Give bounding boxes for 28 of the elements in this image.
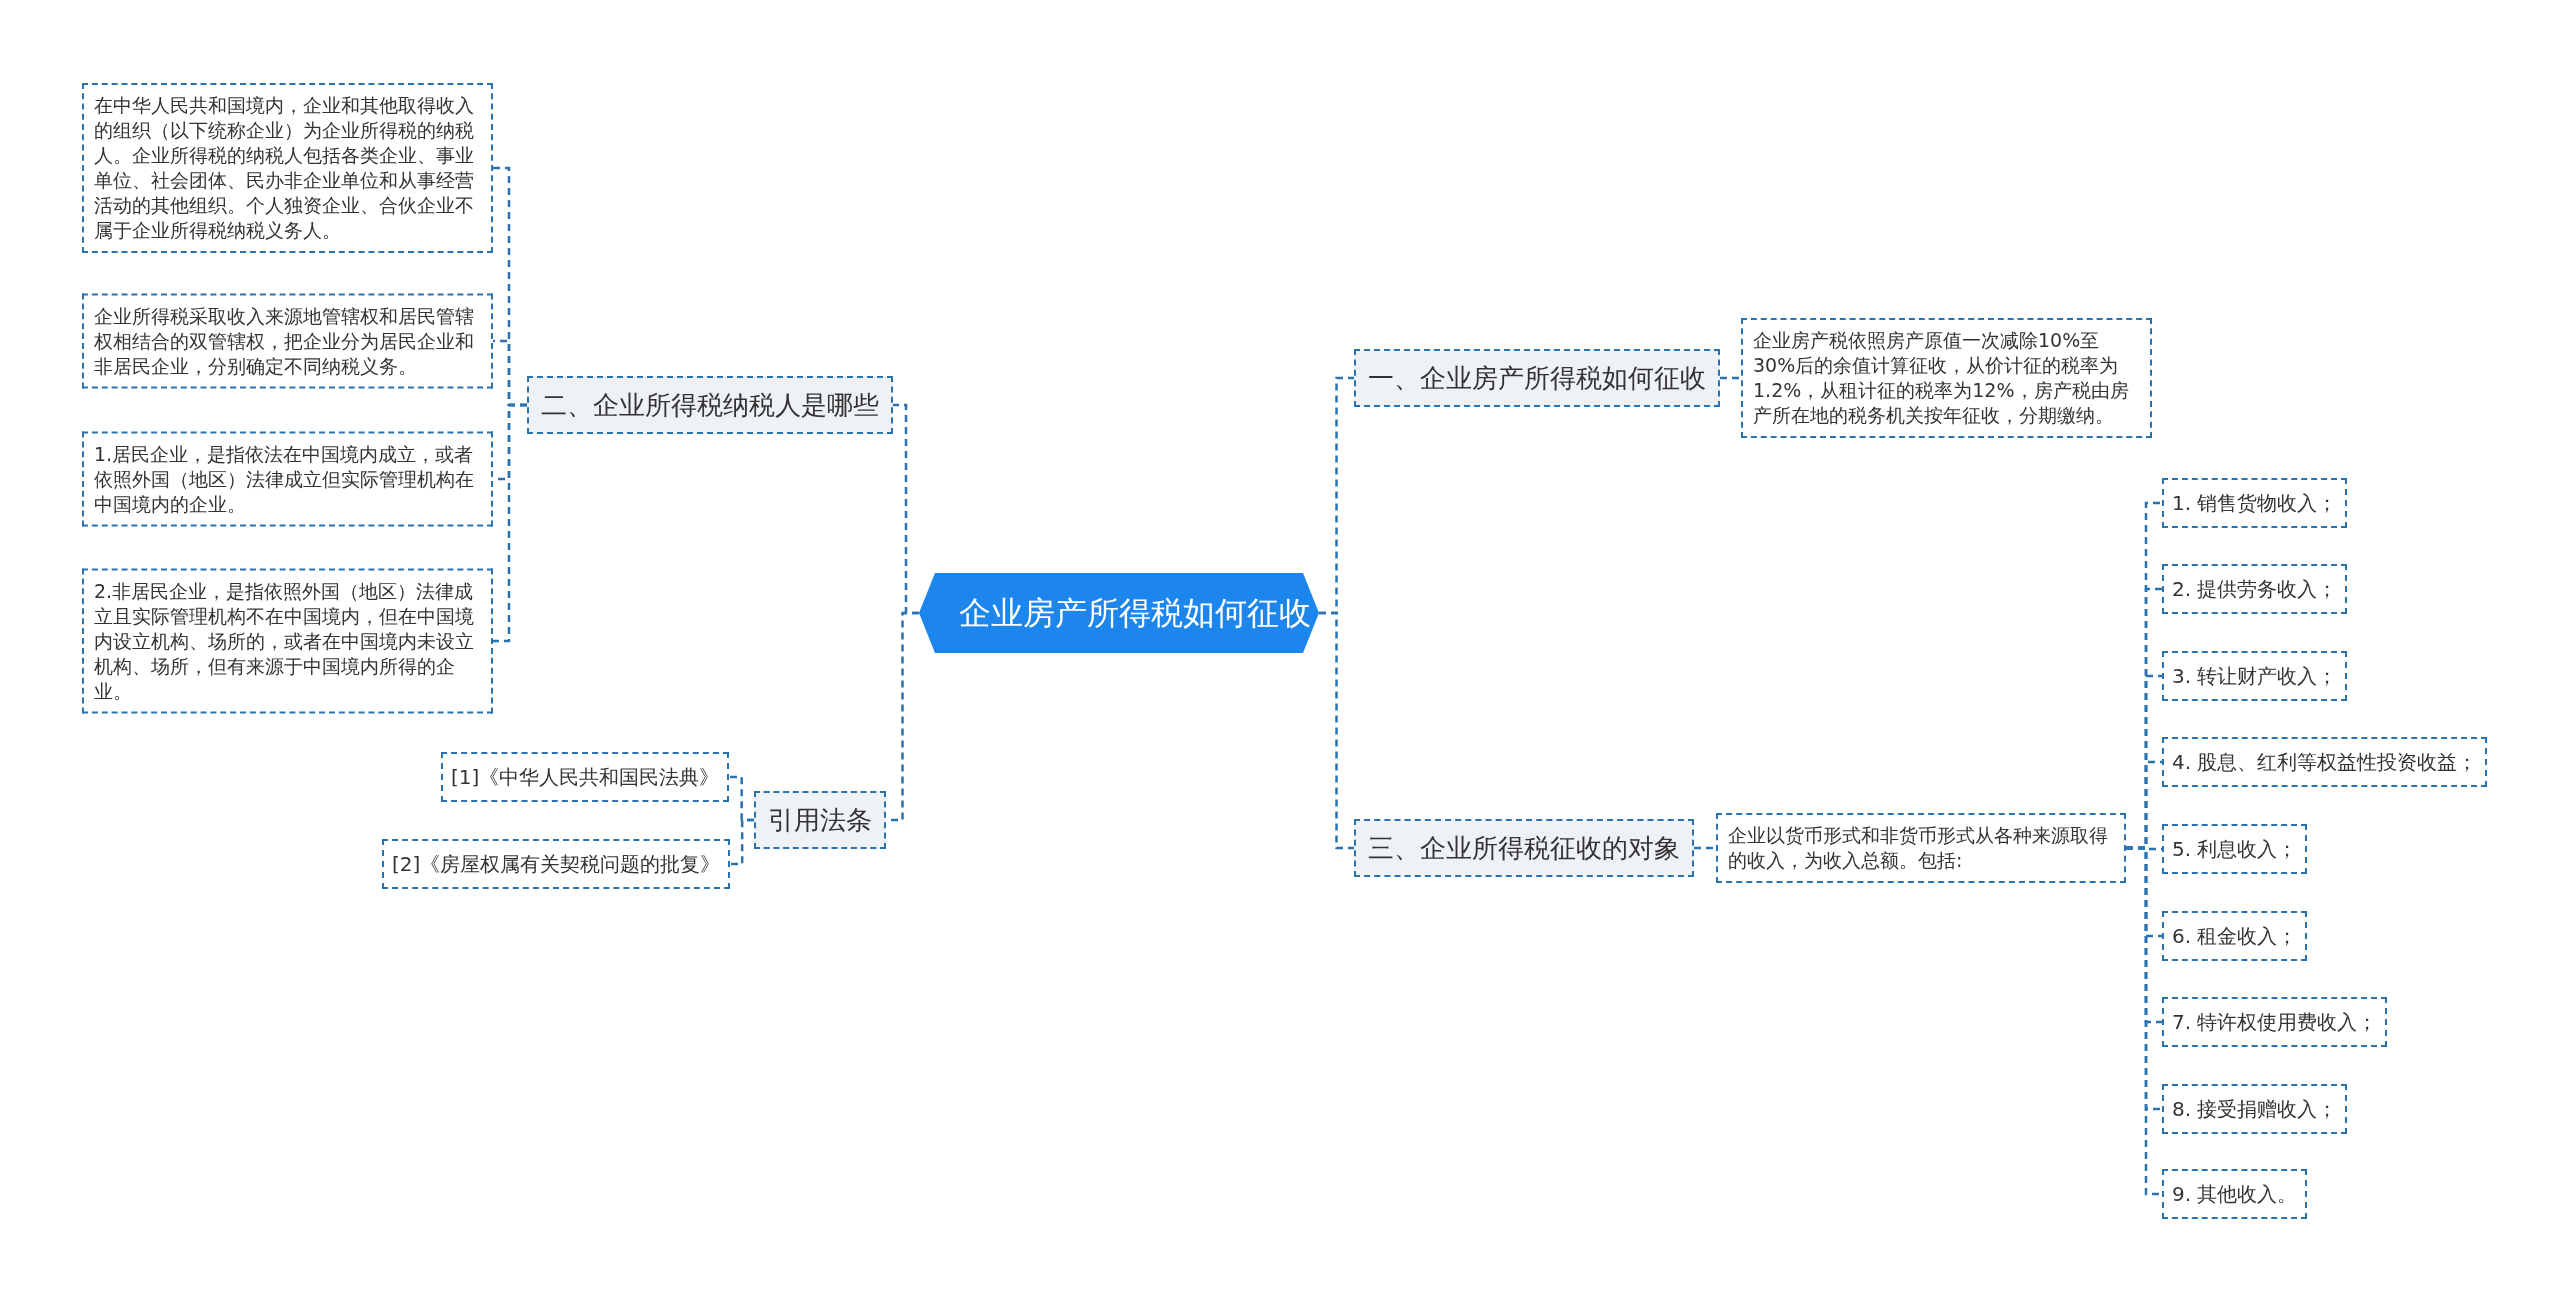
- list-item-box: [1]《中华人民共和国民法典》: [441, 752, 730, 802]
- topic-box: 三、企业所得税征收的对象: [1354, 819, 1694, 877]
- central-topic: 企业房产所得税如何征收: [919, 573, 1319, 653]
- list-item-box: 5. 利息收入；: [2162, 824, 2308, 874]
- connector: [1720, 376, 1741, 380]
- list-item-box: 8. 接受捐赠收入；: [2162, 1084, 2348, 1134]
- topic-box: 引用法条: [754, 791, 886, 849]
- text-box: 企业以货币形式和非货币形式从各种来源取得的收入，为收入总额。包括:: [1716, 813, 2126, 883]
- list-item-box: 9. 其他收入。: [2162, 1169, 2308, 1219]
- list-item-box: 2. 提供劳务收入；: [2162, 564, 2348, 614]
- list-item-box: [2]《房屋权属有关契税问题的批复》: [382, 839, 731, 889]
- text-box: 企业房产税依照房产原值一次减除10%至30%后的余值计算征收，从价计征的税率为1.2%，从租计征的税率为12%，房产税由房产所在地的税务机关按年征收，分期缴纳。: [1741, 318, 2152, 438]
- list-item-box: 3. 转让财产收入；: [2162, 651, 2348, 701]
- list-item-box: 1. 销售货物收入；: [2162, 478, 2348, 528]
- connector: [2126, 846, 2162, 1196]
- connector: [730, 818, 754, 866]
- connector: [1319, 611, 1354, 850]
- list-item-box: 4. 股息、红利等权益性投资收益；: [2162, 737, 2488, 787]
- text-box: 企业所得税采取收入来源地管辖权和居民管辖权相结合的双管辖权，把企业分为居民企业和非居民企业，分别确定不同纳税义务。: [82, 293, 493, 389]
- list-item-box: 7. 特许权使用费收入；: [2162, 997, 2388, 1047]
- text-box: 1.居民企业，是指依法在中国境内成立，或者依照外国（地区）法律成立但实际管理机构在中国境内的企业。: [82, 431, 493, 527]
- topic-box: 二、企业所得税纳税人是哪些: [527, 376, 893, 434]
- connector: [1694, 846, 1716, 850]
- text-box: 2.非居民企业，是指依照外国（地区）法律成立且实际管理机构不在中国境内，但在中国境内设立机构、场所的，或者在中国境内未设立机构、场所，但有来源于中国境内所得的企业。: [82, 568, 493, 714]
- topic-box: 一、企业房产所得税如何征收: [1354, 349, 1720, 407]
- list-item-box: 6. 租金收入；: [2162, 911, 2308, 961]
- connector: [493, 403, 527, 643]
- text-box: 在中华人民共和国境内，企业和其他取得收入的组织（以下统称企业）为企业所得税的纳税人。企业所得税的纳税人包括各类企业、事业单位、社会团体、民办非企业单位和从事经营活动的其他组织。个人独资企业、合伙企业不属于企业所得税纳税义务人。: [82, 83, 493, 253]
